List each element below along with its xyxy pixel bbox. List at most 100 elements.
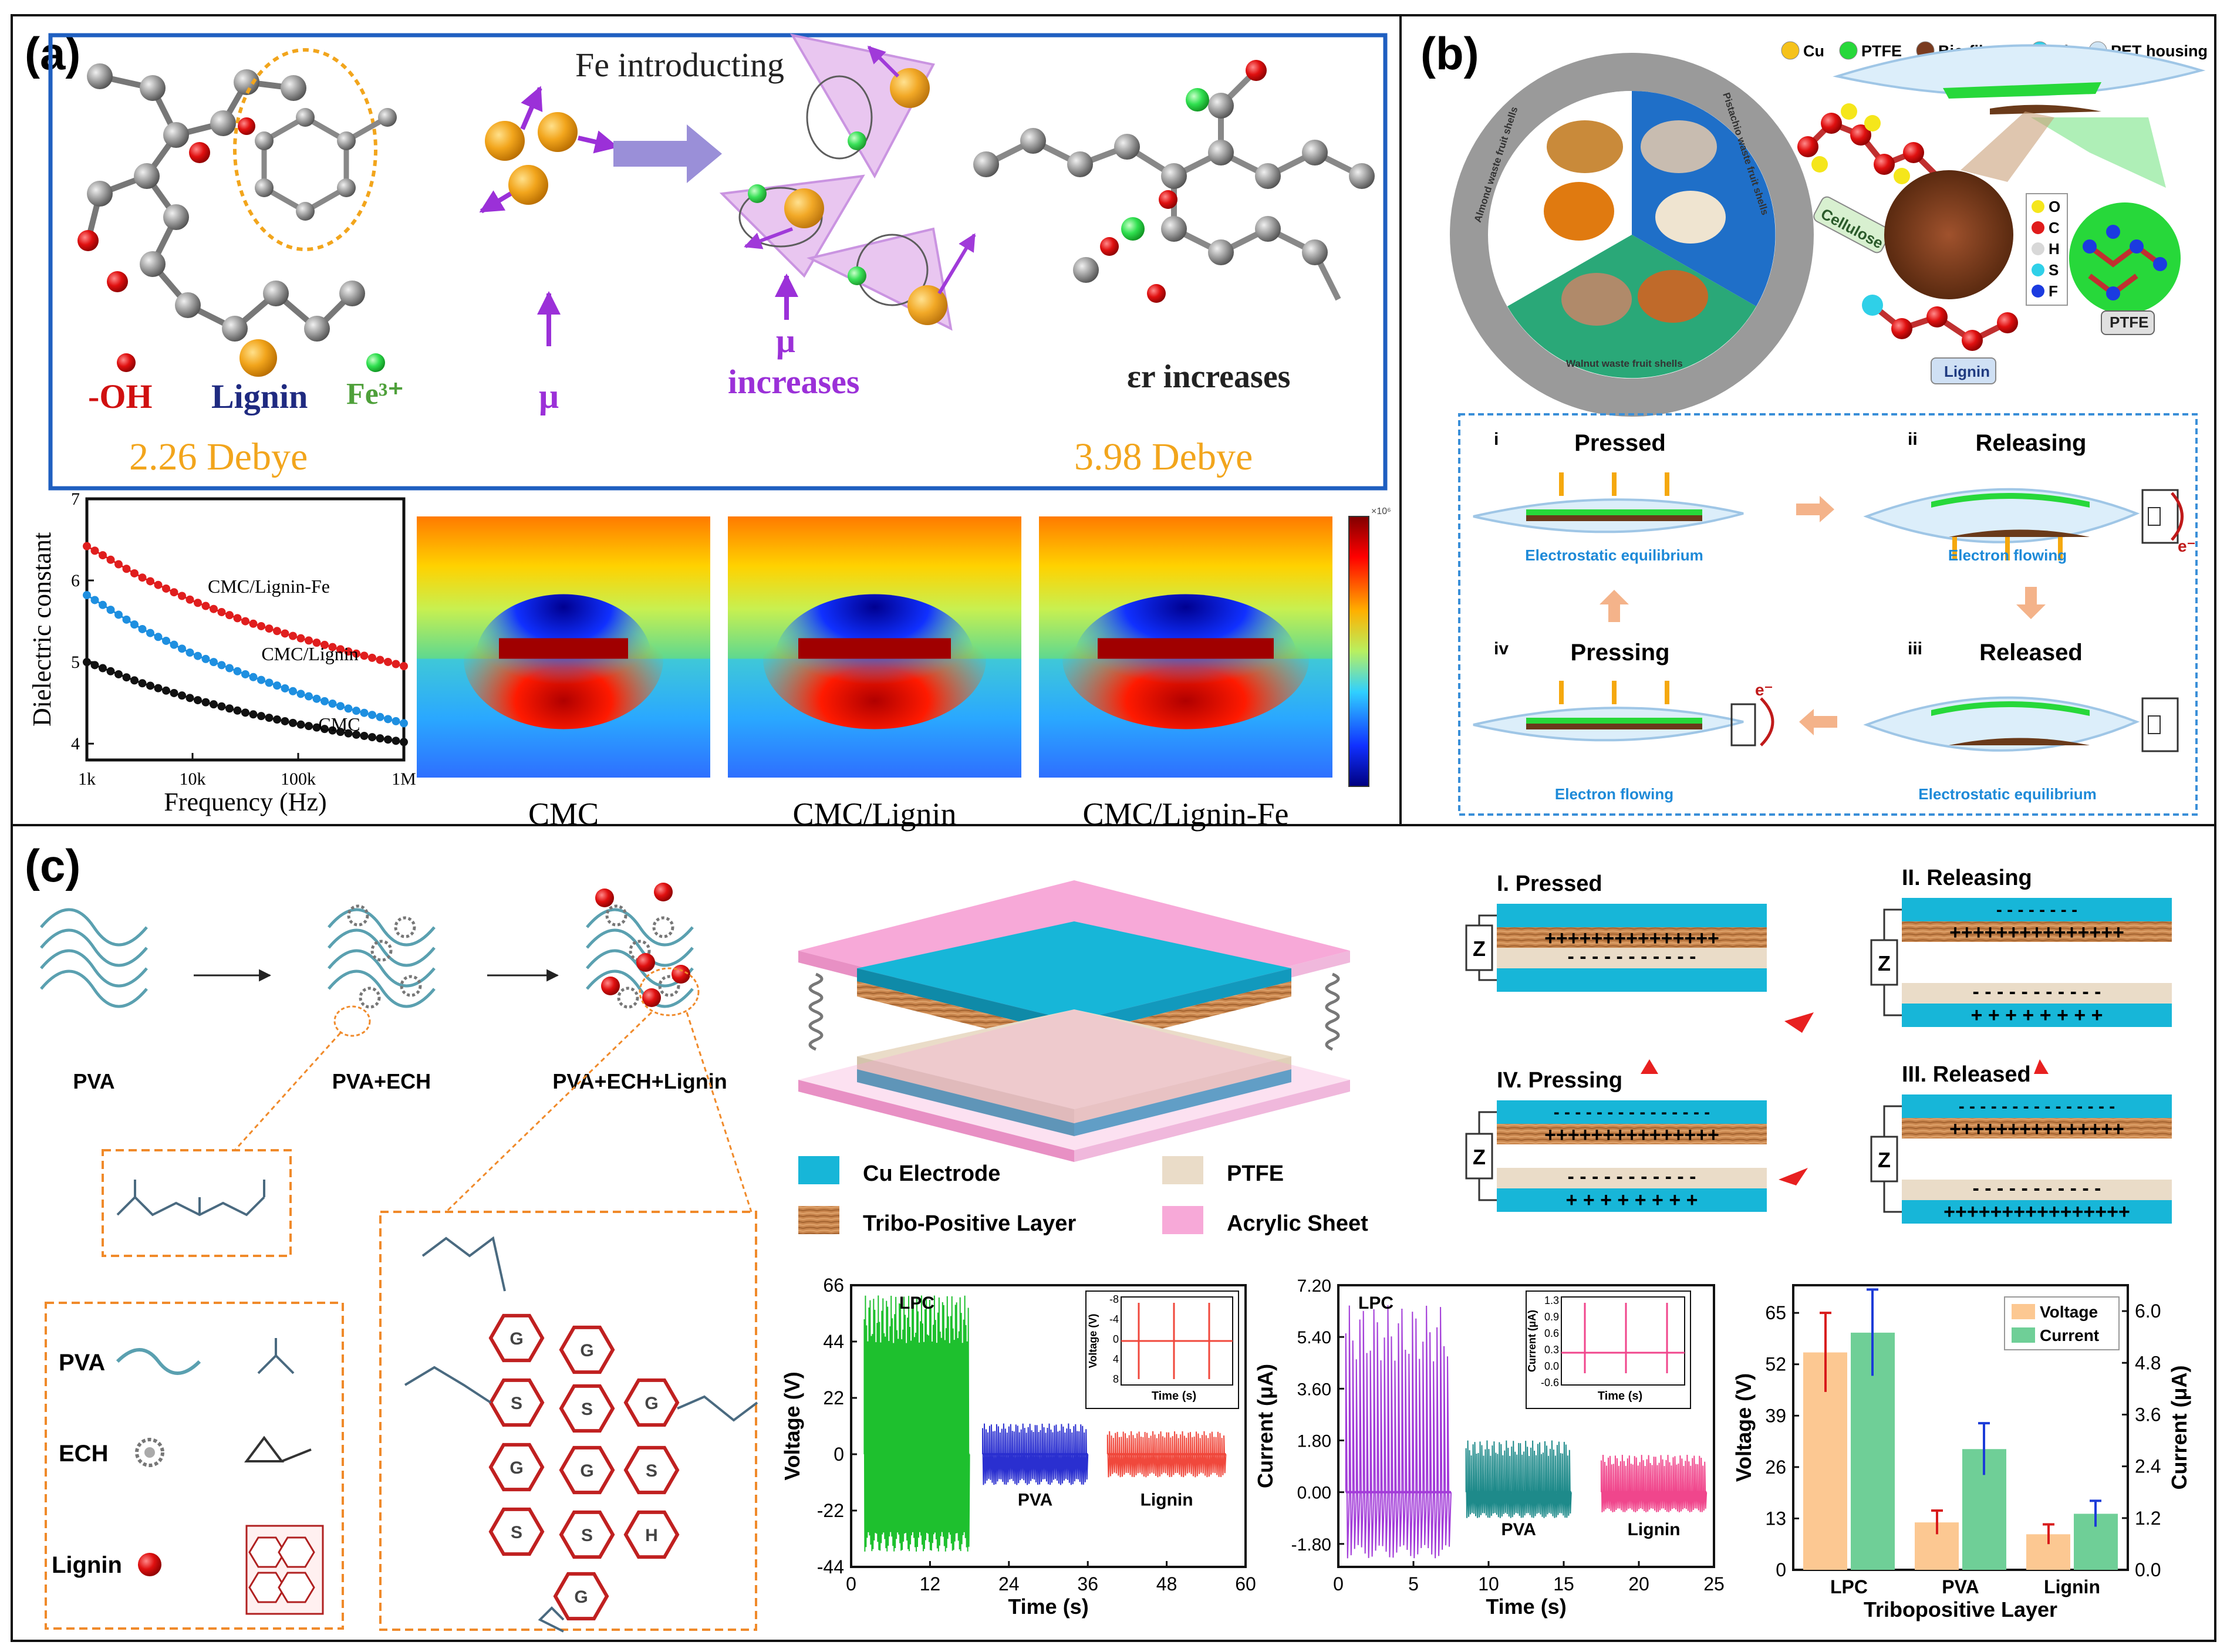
- data-point: [178, 644, 186, 653]
- polymer-chain: [586, 908, 694, 947]
- data-point: [265, 714, 274, 722]
- data-point: [360, 651, 369, 660]
- data-point: [281, 684, 289, 692]
- x-tick-label: 0: [846, 1573, 856, 1594]
- data-point: [296, 690, 305, 698]
- electron-arrow: [1760, 697, 1774, 746]
- y-tick-label: 7: [71, 489, 80, 509]
- data-point: [320, 725, 329, 734]
- x-axis-label: Time (s): [1008, 1594, 1088, 1619]
- y-tick-label-right: 3.6: [2135, 1404, 2161, 1425]
- side-chain: [677, 1395, 758, 1422]
- data-point: [146, 681, 154, 690]
- load-label: Z: [1878, 951, 1891, 975]
- circuit: [2141, 489, 2179, 544]
- mu-symbol-2: μ: [776, 322, 795, 360]
- cycle-arrow: [1779, 1168, 1808, 1185]
- y-tick-label-right: 1.2: [2135, 1508, 2161, 1529]
- y-tick-label-right: 4.8: [2135, 1352, 2161, 1373]
- x-tick-label: PVA: [1942, 1576, 1979, 1597]
- data-point: [249, 673, 258, 681]
- electron-label: e⁻: [2178, 537, 2195, 555]
- legend-label: PTFE: [1227, 1161, 1284, 1186]
- data-point: [233, 706, 242, 715]
- data-point: [233, 667, 242, 675]
- cycle-label: IV. Pressing: [1497, 1068, 1622, 1093]
- legend-label: Cu: [1803, 42, 1824, 60]
- x-tick-label: 12: [920, 1573, 941, 1594]
- load-resistor: [2148, 715, 2161, 734]
- data-point: [336, 645, 345, 654]
- y-tick-label: -44: [817, 1556, 844, 1577]
- data-point: [241, 670, 249, 678]
- y-tick-label: 7.20: [1297, 1276, 1331, 1296]
- data-point: [273, 681, 281, 690]
- tribo-layer: [1902, 1118, 2172, 1139]
- load-label: Z: [1878, 1148, 1891, 1172]
- charge-row: - - - - - - - - - - - - - - -: [1554, 1103, 1710, 1122]
- data-point: [336, 702, 345, 711]
- side-chain: [538, 1606, 565, 1633]
- y-tick-label: 65: [1765, 1302, 1786, 1323]
- ring-unit-label: G: [509, 1458, 523, 1478]
- debye-right: 3.98 Debye: [1074, 435, 1253, 478]
- process-arrow: [613, 124, 722, 183]
- data-point: [162, 686, 170, 695]
- tribo-layer: [1497, 1124, 1767, 1144]
- lignin-legend: Lignin: [211, 377, 308, 415]
- inset-y-tick: 0: [1113, 1333, 1119, 1345]
- step-caption: Electrostatic equilibrium: [1918, 785, 2096, 803]
- ring-unit-label: G: [645, 1394, 658, 1413]
- electron-arrow: [2171, 492, 2184, 541]
- y-tick-label: 5: [71, 653, 80, 672]
- fe-ion-icon: [366, 353, 385, 372]
- debye-left: 2.26 Debye: [129, 435, 308, 478]
- ech-crosslinker: [359, 987, 381, 1009]
- data-point: [185, 648, 194, 657]
- y-tick-label: 44: [823, 1331, 844, 1352]
- polymer-chain: [328, 969, 436, 1008]
- series-label: Lignin: [1141, 1490, 1193, 1509]
- data-point: [122, 673, 131, 682]
- data-point: [210, 700, 218, 709]
- field-map-label: CMC: [528, 796, 599, 832]
- crosslink-box: [102, 1149, 292, 1257]
- data-point: [384, 715, 392, 724]
- data-point: [138, 624, 147, 633]
- y-tick-label-right: 2.4: [2135, 1456, 2161, 1477]
- legend-swatch: [2012, 1304, 2035, 1319]
- data-point: [83, 658, 91, 667]
- data-point: [130, 620, 139, 629]
- data-point: [83, 591, 91, 600]
- atom-label: C: [2049, 219, 2060, 237]
- aromatic-ring: [559, 1325, 615, 1374]
- colorbar: ×10⁶: [1348, 506, 1391, 787]
- voltage-wave: [863, 1295, 970, 1552]
- data-point: [130, 676, 139, 685]
- aromatic-ring: [623, 1378, 680, 1427]
- legend-swatch: [1162, 1206, 1203, 1234]
- data-point: [273, 715, 281, 724]
- ptfe-layer: [1526, 718, 1702, 724]
- zoom-ring: [333, 1005, 371, 1037]
- y-tick-label: -1.80: [1291, 1535, 1331, 1555]
- lignin-particle: [601, 977, 620, 995]
- y-tick-label: 26: [1765, 1457, 1786, 1478]
- aromatic-ring: [559, 1384, 615, 1433]
- legend-label: Voltage: [2040, 1303, 2098, 1321]
- y-tick-label: 0.00: [1297, 1484, 1331, 1503]
- data-point: [170, 640, 178, 649]
- x-tick-label: 24: [998, 1573, 1020, 1594]
- x-tick-label: 1M: [392, 769, 416, 789]
- mu-increases-label: increases: [728, 363, 859, 401]
- fe-lignin-complex: [719, 33, 976, 331]
- charge-row: + + + + + + + +: [1971, 1004, 2103, 1026]
- data-point: [305, 636, 313, 645]
- data-point: [289, 718, 297, 727]
- cycle-label: III. Released: [1902, 1062, 2031, 1087]
- atom-swatch: [2032, 242, 2044, 255]
- ptfe-layer: [1931, 701, 2090, 716]
